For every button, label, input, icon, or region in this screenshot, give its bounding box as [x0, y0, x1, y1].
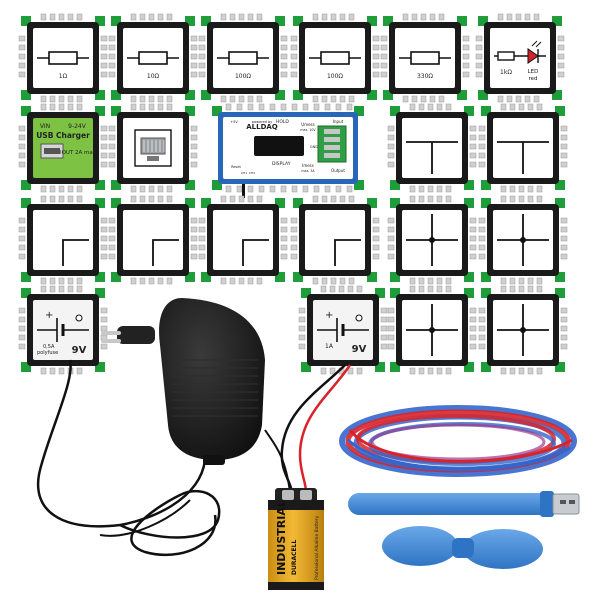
alldaq-reset: Reset: [231, 165, 241, 169]
alldaq-umess-max: max. 10V: [300, 128, 316, 132]
alldaq-input: Input: [333, 119, 344, 124]
battery-cell-desc: Professional Alkaline Battery: [314, 515, 320, 580]
alldaq-ch2: CH2: [249, 171, 255, 175]
charger-iout: IOUT 2A max: [60, 150, 97, 156]
battery-clip-wires: [264, 364, 352, 493]
alldaq-ch1: CH1: [241, 171, 247, 175]
resistor-value: 100Ω: [327, 73, 343, 80]
led-resistor-value: 1kΩ: [500, 69, 512, 76]
led-color: red: [528, 76, 537, 82]
corner-wire-brick: [108, 195, 198, 285]
corner-wire-brick: [18, 195, 108, 285]
t-junction-brick: [387, 103, 477, 193]
battery-b-voltage: 9V: [352, 344, 367, 355]
t-junction-brick: [478, 103, 568, 193]
battery-b-spec: 1A: [325, 343, 334, 350]
cross-junction-brick: [478, 195, 568, 285]
wire-coil: [339, 405, 577, 477]
battery-brick-9v-1a: +1A 9V: [298, 285, 388, 375]
battery-9v-cell: INDUSTRIAL DURACELL Professional Alkalin…: [268, 488, 324, 590]
battery-a-voltage: 9V: [72, 345, 87, 356]
cross-junction-brick: [387, 285, 477, 375]
power-adapter: [101, 298, 265, 465]
cross-junction-brick: [478, 285, 568, 375]
resistor-value: 330Ω: [417, 73, 433, 80]
led-label: LED: [528, 69, 539, 75]
alldaq-gnd: GND: [310, 145, 318, 149]
alldaq-output: Output: [331, 168, 345, 173]
alldaq-hold: HOLD: [276, 119, 289, 125]
fan-propeller: [382, 526, 543, 569]
battery-a-spec: 0,5A: [43, 344, 55, 350]
resistor-brick: 1Ω: [18, 13, 108, 103]
plus-sign-icon: +: [325, 310, 333, 321]
resistor-brick: 100Ω: [290, 13, 380, 103]
charger-vin: VIN: [40, 123, 50, 130]
resistor-brick: 330Ω: [380, 13, 470, 103]
corner-wire-brick: [198, 195, 288, 285]
battery-cell-brand: INDUSTRIAL: [275, 500, 288, 575]
charger-range: 9-24V: [68, 123, 87, 130]
battery-cell-sub: DURACELL: [291, 540, 298, 575]
resistor-value: 100Ω: [235, 73, 251, 80]
cross-junction-brick: [387, 195, 477, 285]
corner-wire-brick: [290, 195, 380, 285]
charger-title: USB Charger: [36, 131, 90, 140]
alldaq-powered: powered by: [252, 120, 273, 124]
alldaq-imess-max: max. 3A: [301, 169, 315, 173]
connector-brick: [108, 103, 198, 193]
alldaq-umess: Umess: [301, 122, 314, 127]
resistor-brick: 100Ω: [198, 13, 288, 103]
alldaq-5v: +5V: [230, 120, 238, 124]
alldaq-imess: Imess: [302, 163, 314, 168]
alldaq-display: DISPLAY: [272, 161, 291, 167]
adapter-cable: [37, 359, 221, 557]
resistor-value: 1Ω: [59, 73, 68, 80]
resistor-brick: 10Ω: [108, 13, 198, 103]
battery-a-spec-2: polyfuse: [37, 350, 58, 356]
plus-sign-icon: +: [45, 310, 53, 321]
resistor-value: 10Ω: [147, 73, 160, 80]
alldaq-brand: ALLDAQ: [246, 123, 278, 131]
usb-fan-stick: [348, 491, 580, 517]
